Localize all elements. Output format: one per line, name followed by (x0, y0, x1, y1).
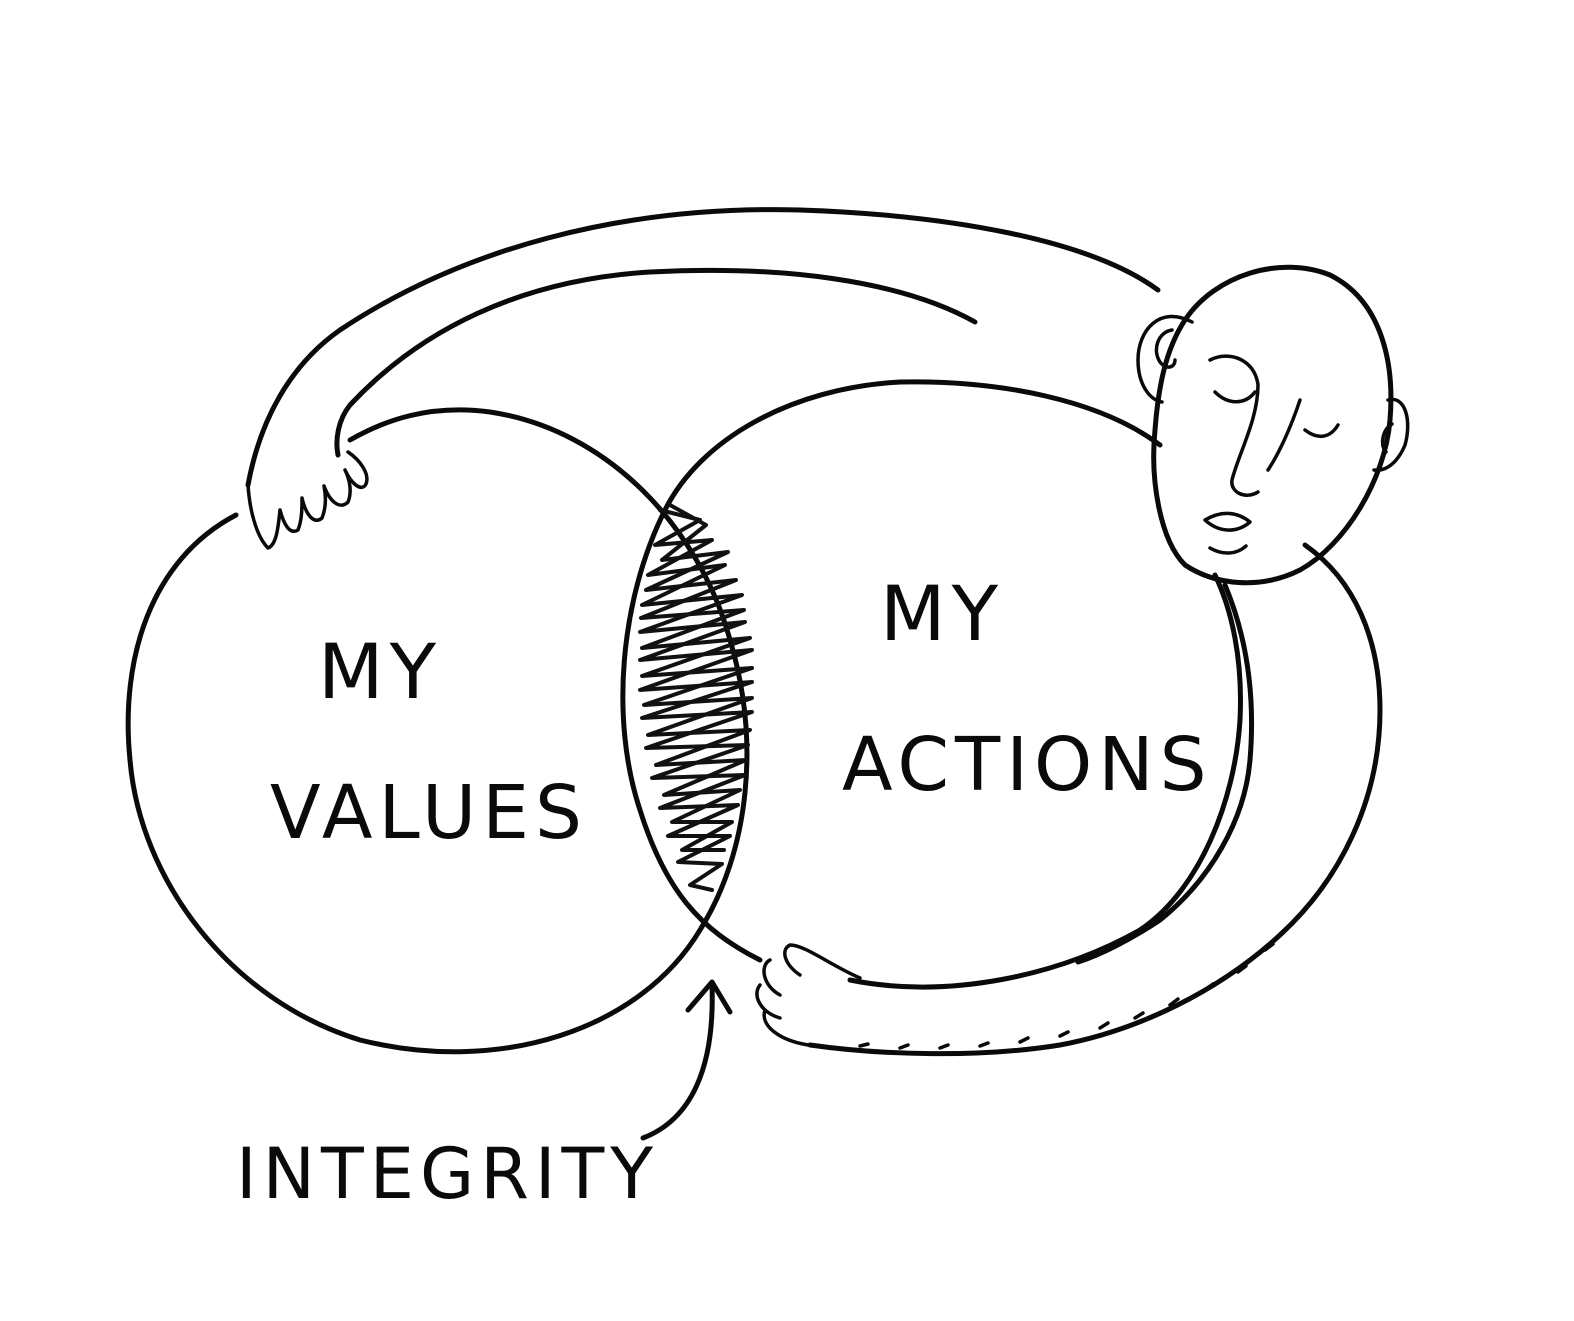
left-hand (246, 450, 369, 550)
closed-right-eye (1303, 423, 1340, 438)
values-circle (125, 407, 750, 1055)
integrity-arrow-head (685, 979, 733, 1015)
torso-outline (807, 542, 1383, 1057)
head-outline (1151, 264, 1394, 586)
right-hand (755, 943, 862, 1047)
mouth (1203, 511, 1252, 555)
closed-left-eye (1213, 390, 1257, 404)
arm-hair (858, 942, 1275, 1050)
actions-label-line1: MY (880, 569, 1004, 658)
values-label-line1: MY (318, 627, 442, 716)
integrity-arrow-line (640, 982, 715, 1141)
inner-arm (1075, 582, 1255, 965)
upper-arm-outer (245, 207, 1161, 488)
right-ear (1372, 397, 1410, 472)
nose (1208, 354, 1302, 497)
values-label-line2: VALUES (270, 770, 588, 856)
actions-label-line2: ACTIONS (842, 722, 1213, 808)
intersection-hatching-fill (639, 503, 754, 852)
integrity-label: INTEGRITY (236, 1133, 659, 1215)
upper-arm-inner (334, 267, 978, 458)
left-ear (1136, 314, 1194, 404)
